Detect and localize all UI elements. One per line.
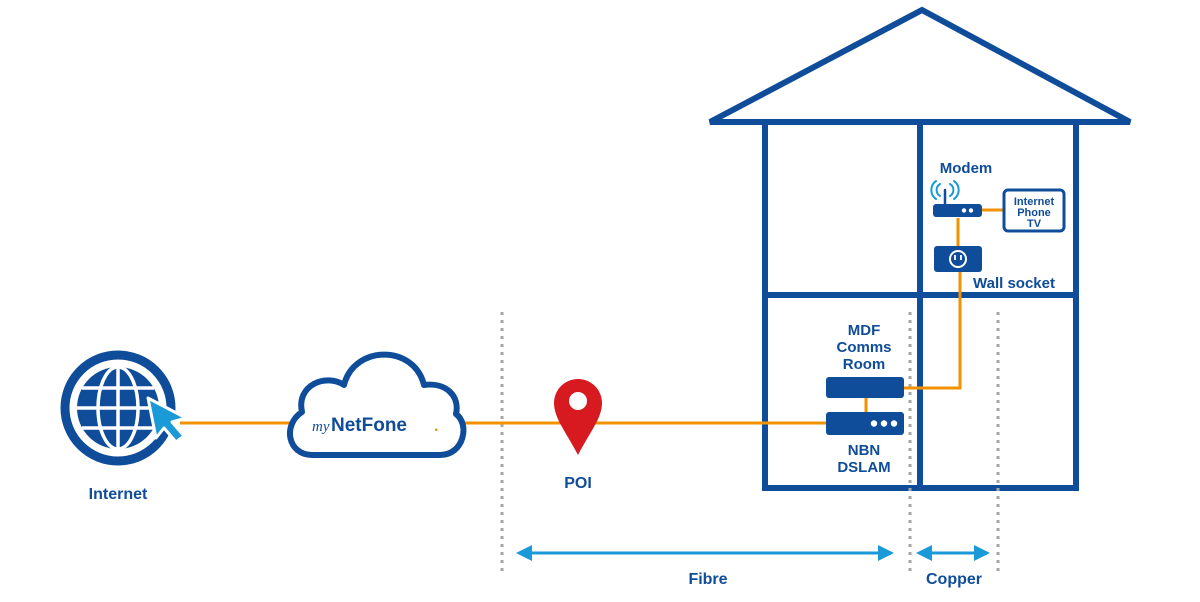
wall-socket-icon <box>934 246 982 272</box>
copper-label: Copper <box>926 571 982 588</box>
modem-label: Modem <box>940 160 993 177</box>
mdf-label-line2: Comms <box>836 339 891 356</box>
services-tv-label: TV <box>1027 218 1042 230</box>
mynetfone-logo: my NetFone . <box>312 415 438 436</box>
fibre-label: Fibre <box>688 571 727 588</box>
logo-prefix: my <box>312 419 330 435</box>
cursor-arrow-icon <box>146 396 188 444</box>
services-phone-label: Phone <box>1017 207 1051 219</box>
dslam-unit-icon <box>826 412 904 435</box>
services-box: Internet Phone TV <box>1002 188 1066 233</box>
internet-label: Internet <box>89 486 148 503</box>
house-roof <box>708 6 1132 125</box>
logo-name: NetFone <box>331 415 407 436</box>
modem-icon <box>933 204 982 217</box>
line-mdf-to-socket <box>904 272 962 390</box>
poi-label: POI <box>564 475 592 492</box>
mdf-label-line1: MDF <box>848 322 881 339</box>
mdf-label-line3: Room <box>843 356 886 373</box>
wifi-signal-icon <box>930 180 960 206</box>
connection-lines <box>180 208 1004 425</box>
services-internet-label: Internet <box>1014 196 1055 208</box>
logo-suffix: . <box>434 418 438 435</box>
house-icon <box>708 6 1132 491</box>
copper-span-arrow <box>916 545 990 561</box>
cloud-icon <box>287 351 467 458</box>
nbn-label-line1: NBN <box>848 442 881 459</box>
mdf-unit-icon <box>826 377 904 398</box>
location-pin-icon <box>554 379 602 455</box>
wall-socket-label: Wall socket <box>973 275 1055 292</box>
fibre-span-arrow <box>516 545 894 561</box>
nbn-label-line2: DSLAM <box>837 459 890 476</box>
globe-icon <box>60 350 176 466</box>
